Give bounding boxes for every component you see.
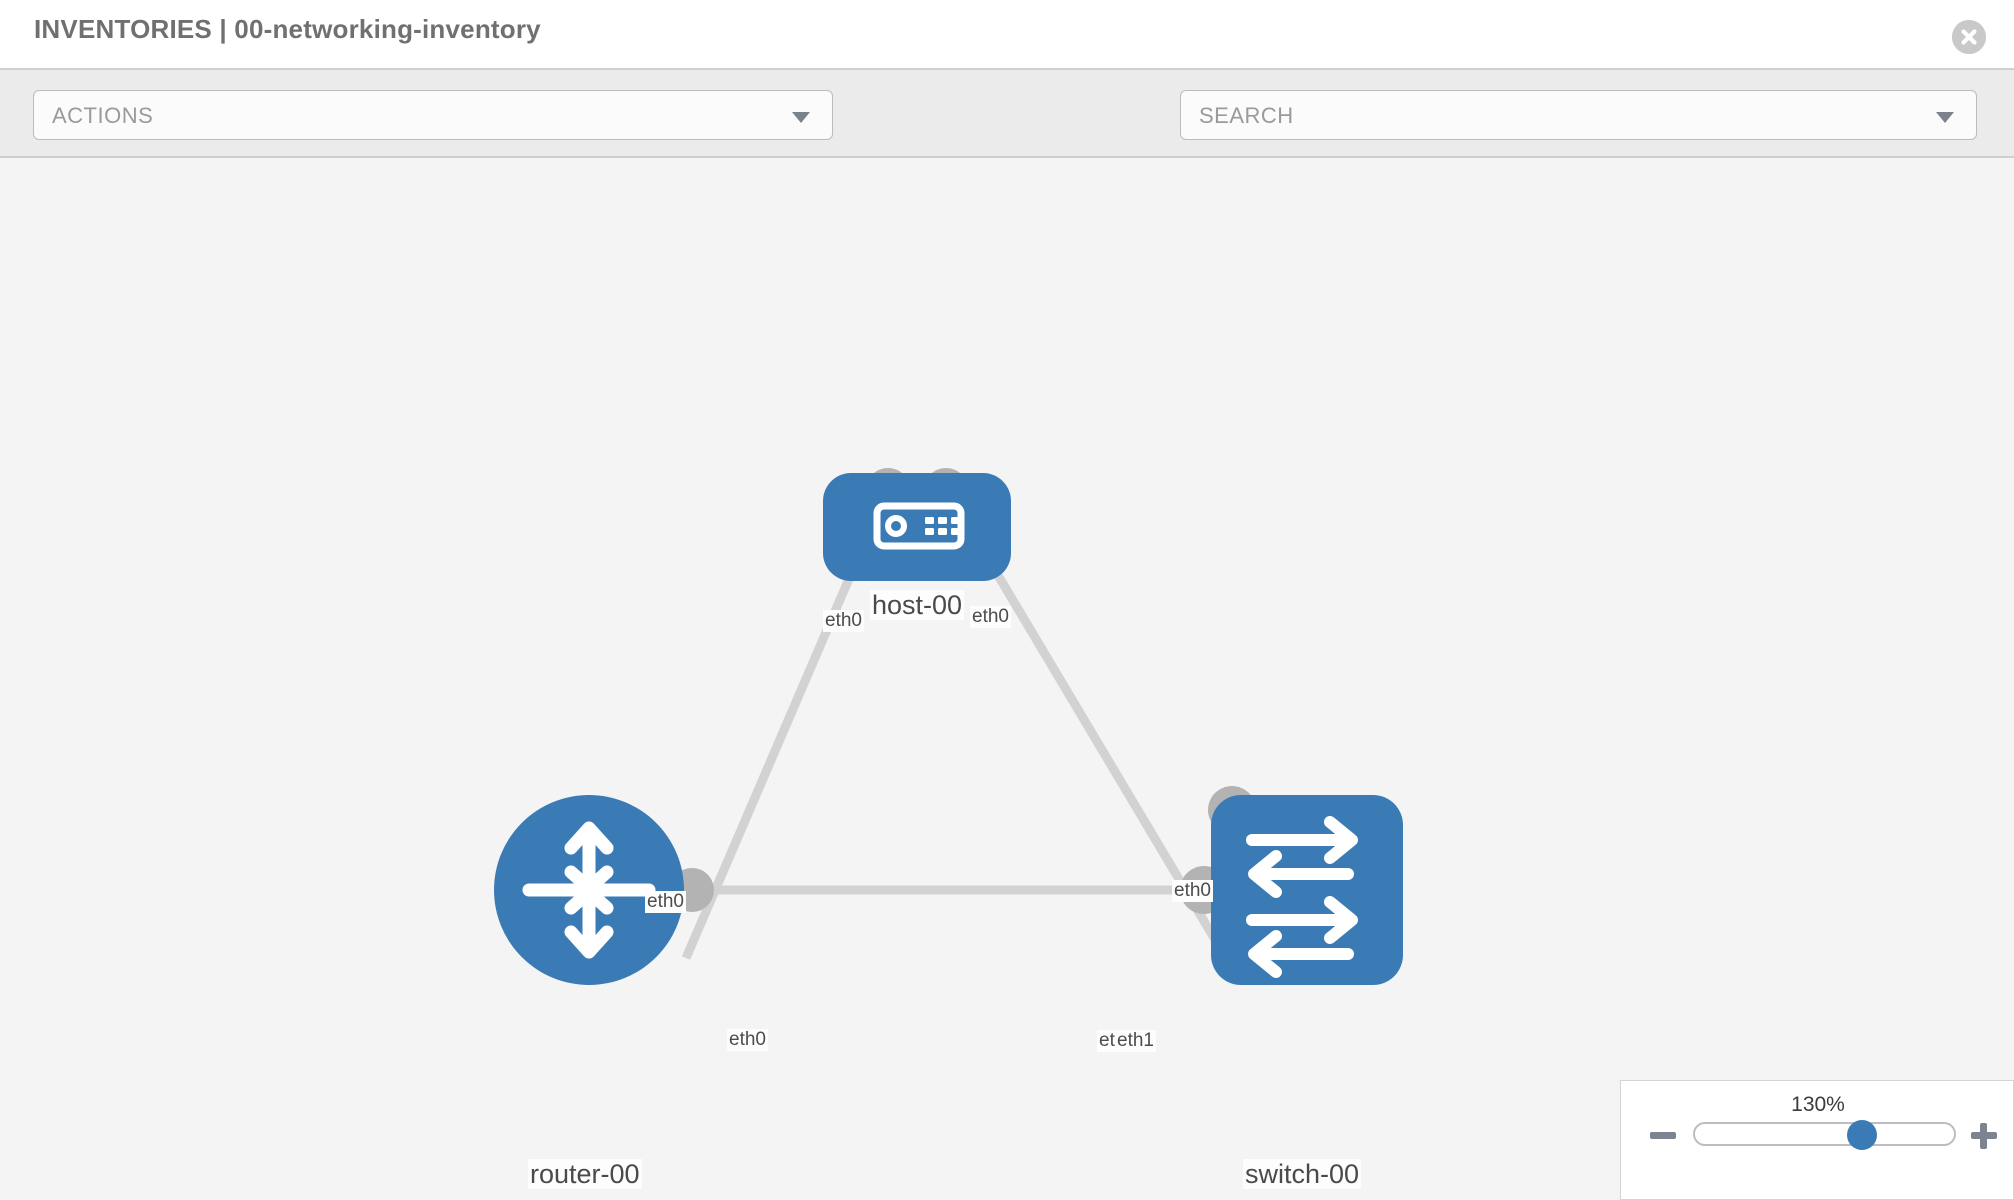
close-icon[interactable] (1952, 20, 1986, 54)
node-router-00 (494, 795, 684, 985)
node-label-switch-00: switch-00 (1243, 1159, 1362, 1190)
chevron-down-icon[interactable] (1936, 112, 1954, 123)
zoom-control-panel: 130% (1620, 1080, 2014, 1200)
search-placeholder: SEARCH (1199, 103, 1294, 128)
server-appliance-icon (873, 502, 965, 550)
zoom-slider-thumb[interactable] (1847, 1120, 1877, 1150)
zoom-level-value: 130% (1791, 1093, 1845, 1116)
port-label-router00-eth0: eth0 (727, 1029, 768, 1051)
port-label-router00-eth0-uplink: eth0 (645, 891, 686, 913)
node-label-host-00: host-00 (870, 590, 965, 621)
actions-dropdown-label: ACTIONS (52, 103, 154, 128)
topology-canvas[interactable]: eth0 eth0 eth0 eth0 eth0 eth0 eth1 host-… (0, 158, 2014, 1200)
port-label-switch00-eth0-uplink: eth0 (1172, 880, 1213, 902)
zoom-slider-track[interactable] (1693, 1122, 1956, 1146)
port-label-host00-eth0-right: eth0 (970, 606, 1011, 628)
router-arrows-icon (522, 821, 656, 959)
port-label-host00-eth0-left: eth0 (823, 610, 864, 632)
minus-icon[interactable] (1650, 1132, 1676, 1139)
toolbar: ACTIONS SEARCH (0, 68, 2014, 199)
actions-dropdown[interactable]: ACTIONS (33, 90, 833, 140)
page-header: INVENTORIES | 00-networking-inventory (0, 0, 2014, 68)
plus-icon-vertical-bar[interactable] (1980, 1123, 1987, 1149)
topology-graph (494, 468, 1403, 985)
node-host-00 (823, 473, 1011, 581)
page-title: INVENTORIES | 00-networking-inventory (34, 14, 541, 44)
port-label-switch00-eth1: eth1 (1115, 1030, 1156, 1052)
switch-arrows-icon (1246, 816, 1358, 978)
search-input[interactable]: SEARCH (1180, 90, 1977, 140)
node-label-router-00: router-00 (528, 1159, 642, 1190)
chevron-down-icon (792, 112, 810, 123)
node-switch-00 (1211, 795, 1403, 985)
